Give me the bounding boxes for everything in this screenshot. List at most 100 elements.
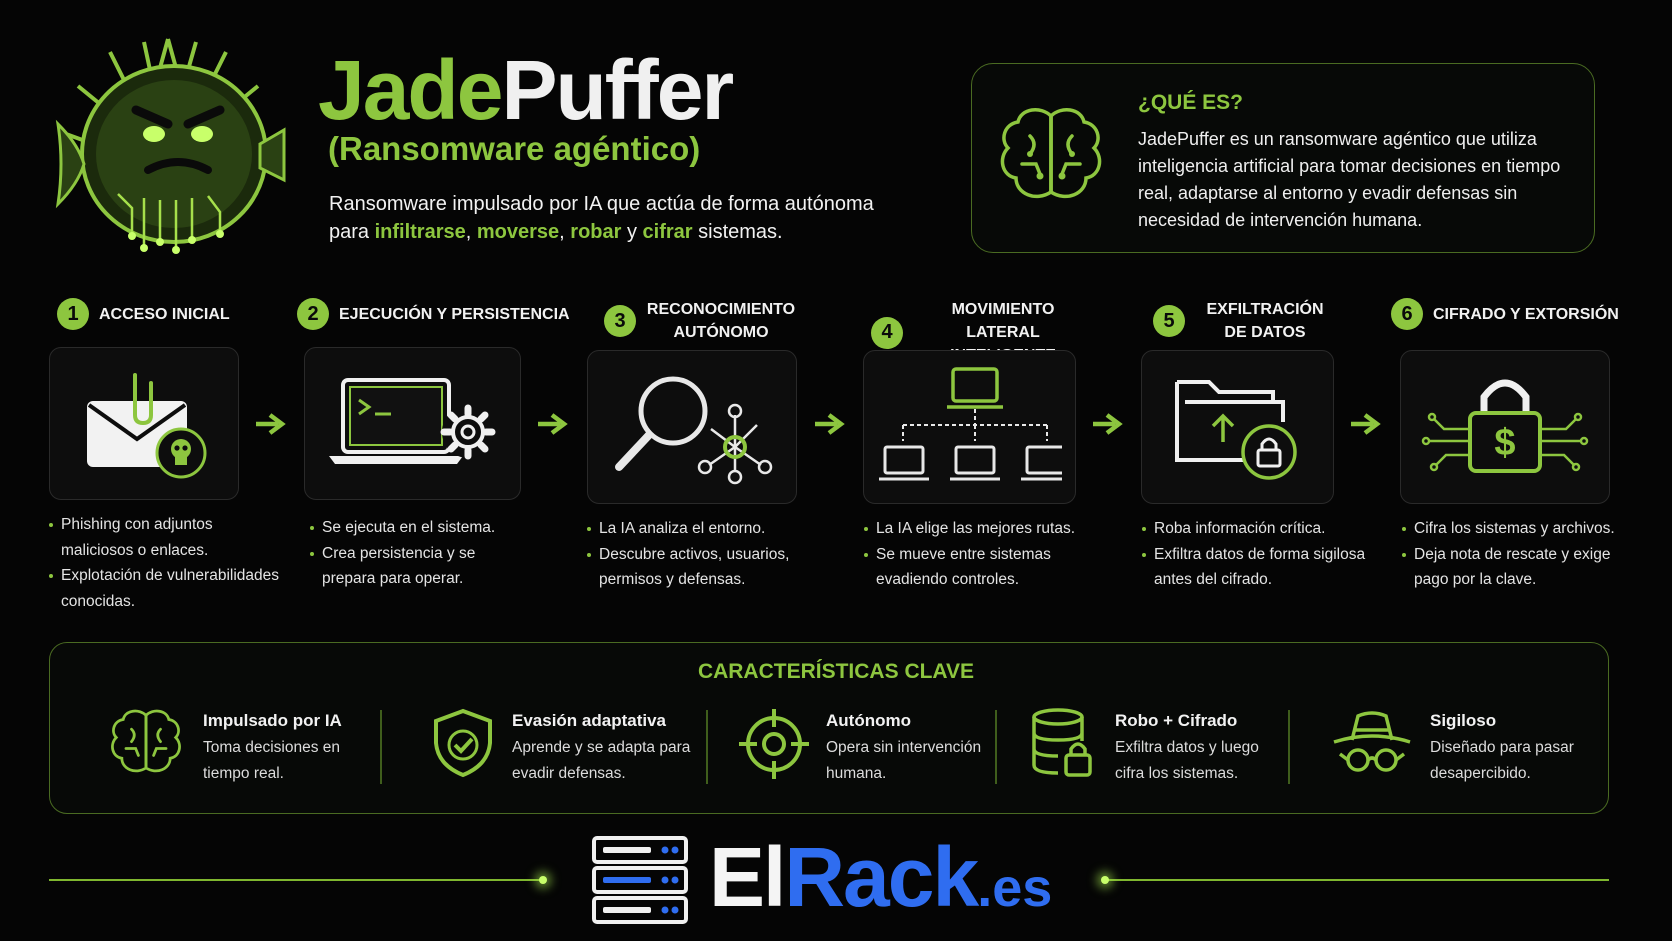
step-6-header: 6 CIFRADO Y EXTORSIÓN bbox=[1391, 298, 1619, 330]
bullet-item: Se ejecuta en el sistema. bbox=[310, 515, 530, 541]
feature-desc: Toma decisiones en tiempo real. bbox=[203, 739, 340, 782]
brand-line-right bbox=[1106, 879, 1609, 881]
step-number: 3 bbox=[604, 305, 636, 337]
feature-name: Robo + Cifrado bbox=[1115, 711, 1238, 730]
step-1-card bbox=[49, 347, 239, 500]
page-subtitle: (Ransomware agéntico) bbox=[328, 130, 701, 167]
step-5-header: 5 EXFILTRACIÓN DE DATOS bbox=[1153, 298, 1335, 344]
step-label: EJECUCIÓN Y PERSISTENCIA bbox=[339, 305, 570, 323]
brand-line-left bbox=[49, 879, 541, 881]
bullet-item: La IA analiza el entorno. bbox=[587, 516, 807, 542]
feature-desc: Diseñado para pasar desapercibido. bbox=[1430, 739, 1574, 782]
pufferfish-logo bbox=[55, 38, 286, 254]
spy-hat-glasses-icon bbox=[1333, 711, 1411, 772]
feature-item: Robo + Cifrado Exfiltra datos y luego ci… bbox=[1115, 711, 1275, 786]
network-computers-icon bbox=[879, 367, 1062, 481]
tagline-para: para bbox=[329, 221, 370, 243]
feature-desc: Aprende y se adapta para evadir defensas… bbox=[512, 739, 691, 782]
tagline-y: y bbox=[626, 221, 637, 243]
step-6-card: $ bbox=[1400, 350, 1610, 504]
feature-item: Evasión adaptativa Aprende y se adapta p… bbox=[512, 711, 692, 786]
tagline-comma: , bbox=[559, 221, 565, 243]
laptop-gear-icon bbox=[328, 377, 495, 464]
step-label: RECONOCIMIENTO AUTÓNOMO bbox=[646, 301, 796, 341]
step-5-bullets: Roba información crítica. Exfiltra datos… bbox=[1142, 516, 1372, 593]
step-label: CIFRADO Y EXTORSIÓN bbox=[1433, 305, 1619, 323]
brand-logo: ElRack.es bbox=[709, 835, 1052, 919]
server-rack-icon bbox=[592, 836, 688, 924]
glow-dot bbox=[539, 876, 547, 884]
step-label: ACCESO INICIAL bbox=[99, 305, 230, 323]
envelope-skull-icon bbox=[87, 372, 207, 478]
arrow-right-icon bbox=[815, 413, 845, 435]
brain-icon bbox=[1000, 108, 1102, 199]
crosshair-icon bbox=[739, 709, 809, 779]
arrow-right-icon bbox=[1351, 413, 1381, 435]
bullet-item: Cifra los sistemas y archivos. bbox=[1402, 516, 1632, 542]
tagline-cifrar: cifrar bbox=[642, 221, 693, 243]
magnifier-network-icon bbox=[615, 376, 773, 485]
arrow-right-icon bbox=[538, 413, 568, 435]
feature-name: Autónomo bbox=[826, 711, 911, 730]
bullet-item: Exfiltra datos de forma sigilosa antes d… bbox=[1142, 542, 1372, 593]
step-number: 2 bbox=[297, 298, 329, 330]
feature-name: Impulsado por IA bbox=[203, 711, 342, 730]
step-number: 5 bbox=[1153, 305, 1185, 337]
features-title: CARACTERÍSTICAS CLAVE bbox=[697, 660, 975, 683]
step-number: 1 bbox=[57, 298, 89, 330]
bullet-item: Deja nota de rescate y exige pago por la… bbox=[1402, 542, 1632, 593]
tagline-moverse: moverse bbox=[476, 221, 560, 243]
what-is-title: ¿QUÉ ES? bbox=[1138, 91, 1244, 114]
feature-item: Sigiloso Diseñado para pasar desapercibi… bbox=[1430, 711, 1600, 786]
brand-es: .es bbox=[977, 858, 1053, 918]
bullet-item: Phishing con adjuntos maliciosos o enlac… bbox=[49, 512, 279, 563]
brand-el: El bbox=[709, 830, 786, 924]
brain-icon bbox=[111, 709, 181, 773]
database-lock-icon bbox=[1032, 708, 1092, 777]
what-is-panel bbox=[971, 63, 1595, 253]
divider bbox=[995, 710, 997, 784]
step-4-bullets: La IA elige las mejores rutas. Se mueve … bbox=[864, 516, 1084, 593]
feature-item: Autónomo Opera sin intervención humana. bbox=[826, 711, 986, 786]
feature-item: Impulsado por IA Toma decisiones en tiem… bbox=[203, 711, 353, 786]
glow-dot bbox=[1101, 876, 1109, 884]
bullet-item: Explotación de vulnerabilidades conocida… bbox=[49, 563, 279, 614]
step-2-card bbox=[304, 347, 521, 500]
step-3-card bbox=[587, 350, 797, 504]
title-jade: Jade bbox=[318, 43, 503, 137]
step-1-header: 1 ACCESO INICIAL bbox=[57, 298, 230, 330]
title-puffer: Puffer bbox=[501, 43, 734, 137]
step-5-card bbox=[1141, 350, 1334, 504]
divider bbox=[380, 710, 382, 784]
step-number: 6 bbox=[1391, 298, 1423, 330]
tagline-infiltrarse: infiltrarse bbox=[374, 221, 466, 243]
step-3-bullets: La IA analiza el entorno. Descubre activ… bbox=[587, 516, 807, 593]
step-number: 4 bbox=[871, 316, 903, 349]
feature-desc: Exfiltra datos y luego cifra los sistema… bbox=[1115, 739, 1259, 782]
tagline-line1: Ransomware impulsado por IA que actúa de… bbox=[329, 193, 874, 215]
bullet-item: Crea persistencia y se prepara para oper… bbox=[310, 541, 530, 592]
bullet-item: Roba información crítica. bbox=[1142, 516, 1372, 542]
divider bbox=[1288, 710, 1290, 784]
arrow-right-icon bbox=[256, 413, 286, 435]
what-is-text: JadePuffer es un ransomware agéntico que… bbox=[1138, 129, 1561, 230]
step-2-bullets: Se ejecuta en el sistema. Crea persisten… bbox=[310, 515, 530, 592]
tagline-robar: robar bbox=[570, 221, 622, 243]
step-4-card bbox=[863, 350, 1076, 504]
step-6-bullets: Cifra los sistemas y archivos. Deja nota… bbox=[1402, 516, 1632, 593]
arrow-right-icon bbox=[1093, 413, 1123, 435]
shield-check-icon bbox=[434, 708, 492, 778]
step-1-bullets: Phishing con adjuntos maliciosos o enlac… bbox=[49, 512, 279, 614]
step-label: EXFILTRACIÓN DE DATOS bbox=[1206, 301, 1324, 341]
step-2-header: 2 EJECUCIÓN Y PERSISTENCIA bbox=[297, 298, 570, 330]
page-title: JadePuffer bbox=[318, 48, 734, 132]
step-3-header: 3 RECONOCIMIENTO AUTÓNOMO bbox=[604, 298, 796, 344]
feature-name: Evasión adaptativa bbox=[512, 711, 667, 730]
svg-text:$: $ bbox=[1494, 422, 1515, 464]
brand-rack: Rack bbox=[784, 830, 979, 924]
bullet-item: Descubre activos, usuarios, permisos y d… bbox=[587, 542, 807, 593]
bullet-item: Se mueve entre sistemas evadiendo contro… bbox=[864, 542, 1084, 593]
features-panel bbox=[49, 642, 1609, 814]
padlock-dollar-icon: $ bbox=[1421, 379, 1589, 473]
bullet-item: La IA elige las mejores rutas. bbox=[864, 516, 1084, 542]
